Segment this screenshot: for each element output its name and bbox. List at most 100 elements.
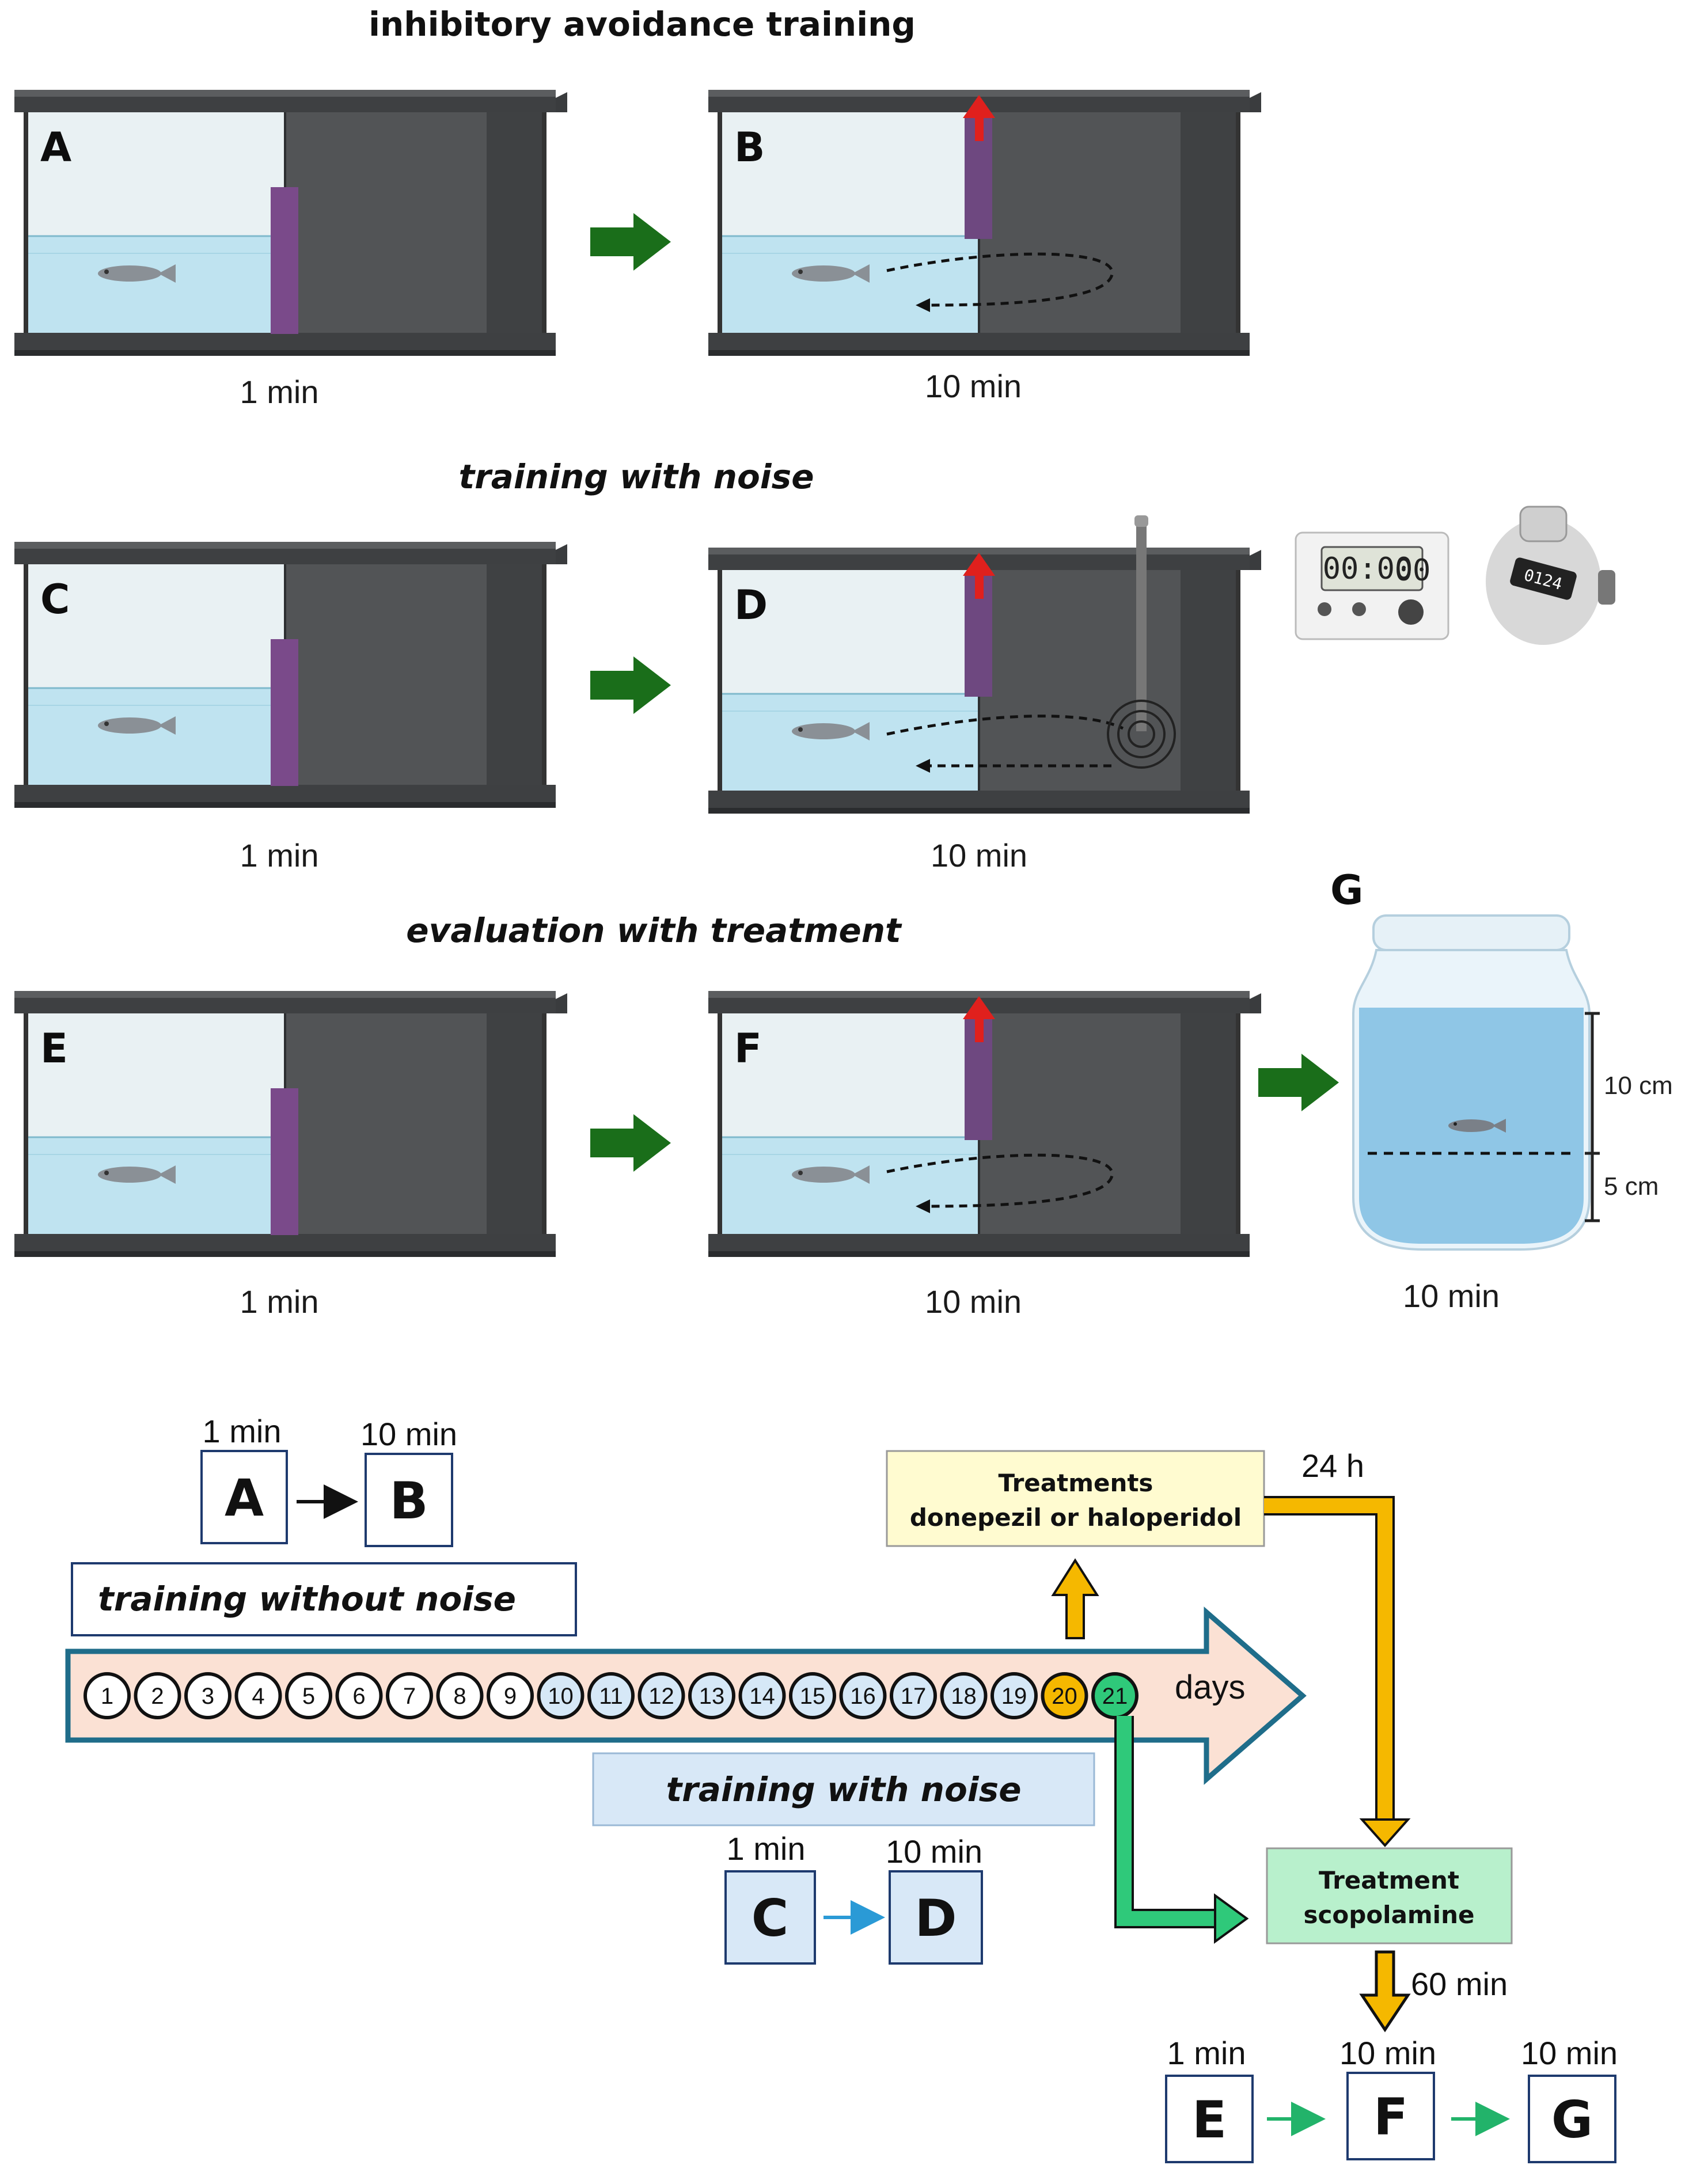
- time-g: 10 min: [1403, 1278, 1500, 1314]
- day-number-10: 10: [548, 1684, 574, 1709]
- seq-box-b-label: B: [389, 1471, 428, 1530]
- jar-scale-bar: [1585, 1012, 1600, 1222]
- gate-closed: [271, 187, 298, 334]
- day-number-21: 21: [1102, 1684, 1128, 1709]
- panel-label-a: A: [40, 124, 71, 171]
- timer-display: 00:00: [1323, 552, 1413, 586]
- timeline-arrow: [65, 1606, 1307, 1785]
- arrow-c-to-d: [590, 656, 671, 714]
- panel-label-d: D: [734, 582, 768, 629]
- delay-24h: 24 h: [1301, 1448, 1364, 1484]
- day-circle-16: [839, 1672, 887, 1719]
- seq-box-a: [200, 1450, 288, 1544]
- day-number-14: 14: [749, 1684, 775, 1709]
- panel-label-g: G: [1330, 867, 1363, 914]
- day-number-15: 15: [800, 1684, 826, 1709]
- seq-box-e: [1165, 2075, 1254, 2163]
- day-circle-19: [990, 1672, 1038, 1719]
- seq-efg-time-e: 1 min: [1167, 2035, 1246, 2071]
- red-up-arrow: [963, 996, 995, 1042]
- seq-efg-time-f: 10 min: [1339, 2035, 1436, 2071]
- day-number-9: 9: [504, 1684, 517, 1709]
- tally-counter-icon: 0124: [1486, 506, 1615, 645]
- time-b: 10 min: [925, 368, 1022, 404]
- day-circle-14: [738, 1672, 786, 1719]
- box-treatments-line1: Treatments: [999, 1469, 1153, 1497]
- time-c: 1 min: [240, 837, 319, 873]
- bar-training-with-noise: [592, 1752, 1095, 1826]
- day-circle-6: [335, 1672, 383, 1719]
- day-number-20: 20: [1052, 1684, 1077, 1709]
- seq-box-d: [889, 1870, 983, 1965]
- novel-tank-jar: [1352, 914, 1591, 1251]
- day-circle-5: [285, 1672, 332, 1719]
- tank-f: F: [708, 991, 1261, 1257]
- yellow-arrow-head-down: [1359, 1818, 1411, 1848]
- yellow-arrow-60min-down: [1359, 1950, 1411, 2033]
- tank-e: E: [14, 991, 567, 1257]
- seq-box-c: [724, 1870, 816, 1965]
- day-number-4: 4: [252, 1684, 264, 1709]
- time-d: 10 min: [931, 837, 1027, 873]
- day-number-8: 8: [453, 1684, 466, 1709]
- day-number-11: 11: [599, 1684, 623, 1709]
- day-number-13: 13: [699, 1684, 725, 1709]
- seq-box-b: [365, 1453, 453, 1547]
- day-circle-2: [134, 1672, 181, 1719]
- arrow-e-to-f: [590, 1114, 671, 1172]
- day-number-16: 16: [850, 1684, 876, 1709]
- time-e: 1 min: [240, 1283, 319, 1320]
- day-circle-1: [84, 1672, 131, 1719]
- green-arrow-head-right: [1214, 1893, 1249, 1944]
- day-circle-10: [537, 1672, 585, 1719]
- day-circle-15: [789, 1672, 836, 1719]
- scale-label-10cm: 10 cm: [1604, 1072, 1673, 1100]
- panel-label-c: C: [40, 576, 70, 623]
- green-path: [1117, 1716, 1224, 1926]
- vibration-rings-icon: [1107, 700, 1176, 769]
- box-scopolamine-line2: scopolamine: [1304, 1901, 1475, 1929]
- header-training-with-noise: training with noise: [458, 457, 814, 496]
- yellow-arrow-day20-up: [1051, 1558, 1099, 1639]
- seq-ab-time-a: 1 min: [203, 1413, 282, 1449]
- day-circle-11: [587, 1672, 635, 1719]
- seq-cd-time-c: 1 min: [727, 1830, 806, 1867]
- timer-icon: 00:00 00: [1295, 531, 1449, 640]
- day-circle-18: [940, 1672, 988, 1719]
- header-inhibitory-avoidance: inhibitory avoidance training: [369, 5, 916, 44]
- days-label: days: [1175, 1669, 1246, 1706]
- dashed-swim-path: [886, 715, 1124, 736]
- day-circle-20: [1041, 1672, 1088, 1719]
- timer-display-small: 00: [1395, 553, 1431, 588]
- tank-b: B: [708, 90, 1261, 356]
- day-number-1: 1: [101, 1684, 113, 1709]
- arrow-f-to-g: [1258, 1054, 1339, 1111]
- day-number-12: 12: [648, 1684, 674, 1709]
- seq-box-d-label: D: [914, 1889, 957, 1948]
- day-circle-13: [688, 1672, 735, 1719]
- day-circle-4: [234, 1672, 282, 1719]
- time-f: 10 min: [925, 1283, 1022, 1320]
- box-treatments-line2: donepezil or haloperidol: [910, 1503, 1242, 1532]
- day-number-18: 18: [951, 1684, 977, 1709]
- header-evaluation-with-treatment: evaluation with treatment: [406, 911, 902, 950]
- bar-training-without-noise-label: training without noise: [98, 1579, 516, 1619]
- day-number-5: 5: [302, 1684, 315, 1709]
- time-a: 1 min: [240, 374, 319, 410]
- day-circle-8: [436, 1672, 484, 1719]
- yellow-path-outline: [1264, 1496, 1395, 1831]
- dashed-swim-path: [886, 1153, 1114, 1208]
- seq-box-f-label: F: [1373, 2087, 1408, 2147]
- seq-efg-time-g: 10 min: [1521, 2035, 1618, 2071]
- day-circle-7: [386, 1672, 433, 1719]
- day-number-17: 17: [901, 1684, 927, 1709]
- bar-training-with-noise-label: training with noise: [666, 1770, 1021, 1809]
- day-number-19: 19: [1001, 1684, 1027, 1709]
- box-scopolamine: [1266, 1847, 1513, 1944]
- seq-box-g: [1528, 2075, 1616, 2163]
- bar-training-without-noise: [71, 1562, 577, 1636]
- day-circle-3: [184, 1672, 232, 1719]
- tank-a: A: [14, 90, 567, 356]
- gate-closed: [271, 639, 298, 786]
